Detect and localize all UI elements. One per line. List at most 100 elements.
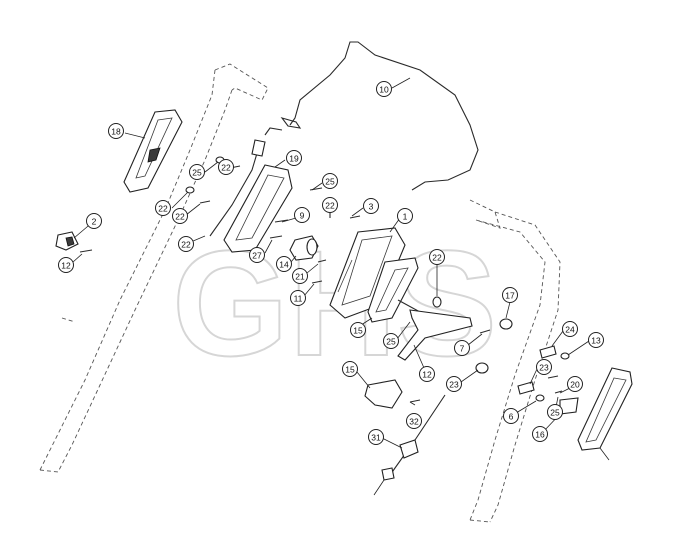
callout-12: 12	[419, 366, 435, 382]
callout-number: 18	[111, 127, 121, 137]
callout-number: 21	[295, 272, 305, 282]
callout-number: 16	[535, 430, 545, 440]
callout-number: 7	[460, 344, 465, 354]
callout-25: 25	[322, 173, 338, 189]
callout-7: 7	[454, 340, 470, 356]
callout-10: 10	[376, 81, 392, 97]
callout-circle	[503, 408, 519, 424]
callout-24: 24	[562, 321, 578, 337]
callout-circle	[368, 429, 384, 445]
callout-12: 12	[58, 257, 74, 273]
callout-number: 9	[300, 211, 305, 221]
cover-16	[577, 367, 633, 451]
callout-number: 20	[570, 380, 580, 390]
callout-number: 14	[279, 260, 289, 270]
callout-circle	[108, 123, 124, 139]
callout-circle	[322, 197, 338, 213]
callout-number: 10	[379, 85, 389, 95]
callout-9: 9	[294, 207, 310, 223]
callout-number: 25	[386, 337, 396, 347]
callout-16: 16	[532, 426, 548, 442]
callout-circle	[397, 208, 413, 224]
callout-number: 22	[181, 240, 191, 250]
callout-6: 6	[503, 408, 519, 424]
callout-circle	[502, 287, 518, 303]
callout-number: 17	[505, 291, 515, 301]
callout-11: 11	[290, 290, 306, 306]
callout-circle	[406, 413, 422, 429]
callout-number: 22	[175, 212, 185, 222]
right-handle-tube	[469, 199, 561, 523]
callout-circle	[376, 81, 392, 97]
callout-number: 19	[289, 154, 299, 164]
callout-23: 23	[536, 359, 552, 375]
callout-circle	[350, 322, 366, 338]
callout-13: 13	[588, 332, 604, 348]
callout-22: 22	[172, 208, 188, 224]
callout-circle	[155, 200, 171, 216]
callout-number: 6	[509, 412, 514, 422]
callout-number: 3	[369, 202, 374, 212]
callout-number: 27	[252, 251, 262, 261]
callout-22: 22	[178, 236, 194, 252]
bracket-11	[367, 257, 421, 323]
callout-number: 31	[371, 433, 381, 443]
callout-27: 27	[249, 247, 265, 263]
callout-circle	[189, 164, 205, 180]
callout-31: 31	[368, 429, 384, 445]
callout-14: 14	[276, 256, 292, 272]
callout-25: 25	[383, 333, 399, 349]
callout-circle	[292, 268, 308, 284]
callout-circle	[276, 256, 292, 272]
callout-number: 25	[550, 408, 560, 418]
knob-9	[289, 235, 319, 261]
callout-1: 1	[397, 208, 413, 224]
callout-22: 22	[218, 159, 234, 175]
callout-22: 22	[155, 200, 171, 216]
callout-circle	[383, 333, 399, 349]
callout-circle	[178, 236, 194, 252]
callout-number: 2	[92, 217, 97, 227]
callout-circle	[532, 426, 548, 442]
callout-number: 25	[192, 168, 202, 178]
callout-circle	[172, 208, 188, 224]
callout-number: 12	[422, 370, 432, 380]
callout-circle	[290, 290, 306, 306]
cable-6	[381, 394, 446, 481]
callout-number: 22	[325, 201, 335, 211]
callout-21: 21	[292, 268, 308, 284]
callout-22: 22	[429, 249, 445, 265]
callout-number: 13	[591, 336, 601, 346]
callout-number: 23	[539, 363, 549, 373]
callout-25: 25	[189, 164, 205, 180]
callout-circle	[294, 207, 310, 223]
callout-circle	[58, 257, 74, 273]
cable-10	[289, 41, 479, 191]
callout-number: 25	[325, 177, 335, 187]
callout-number: 22	[432, 253, 442, 263]
callout-19: 19	[286, 150, 302, 166]
callout-number: 23	[449, 380, 459, 390]
callout-number: 15	[345, 365, 355, 375]
callout-circle	[322, 173, 338, 189]
callout-circle	[429, 249, 445, 265]
callout-circle	[588, 332, 604, 348]
cable-2	[209, 127, 283, 237]
callout-circle	[249, 247, 265, 263]
part-18-cover	[123, 109, 183, 193]
callout-circle	[419, 366, 435, 382]
callout-circle	[562, 321, 578, 337]
callout-circle	[547, 404, 563, 420]
hardware	[79, 156, 570, 403]
callout-circle	[218, 159, 234, 175]
callout-32: 32	[406, 413, 422, 429]
callout-2: 2	[86, 213, 102, 229]
callout-circle	[446, 376, 462, 392]
callout-number: 11	[294, 294, 303, 304]
callout-circle	[286, 150, 302, 166]
callout-circle	[536, 359, 552, 375]
handle-7	[364, 379, 403, 409]
